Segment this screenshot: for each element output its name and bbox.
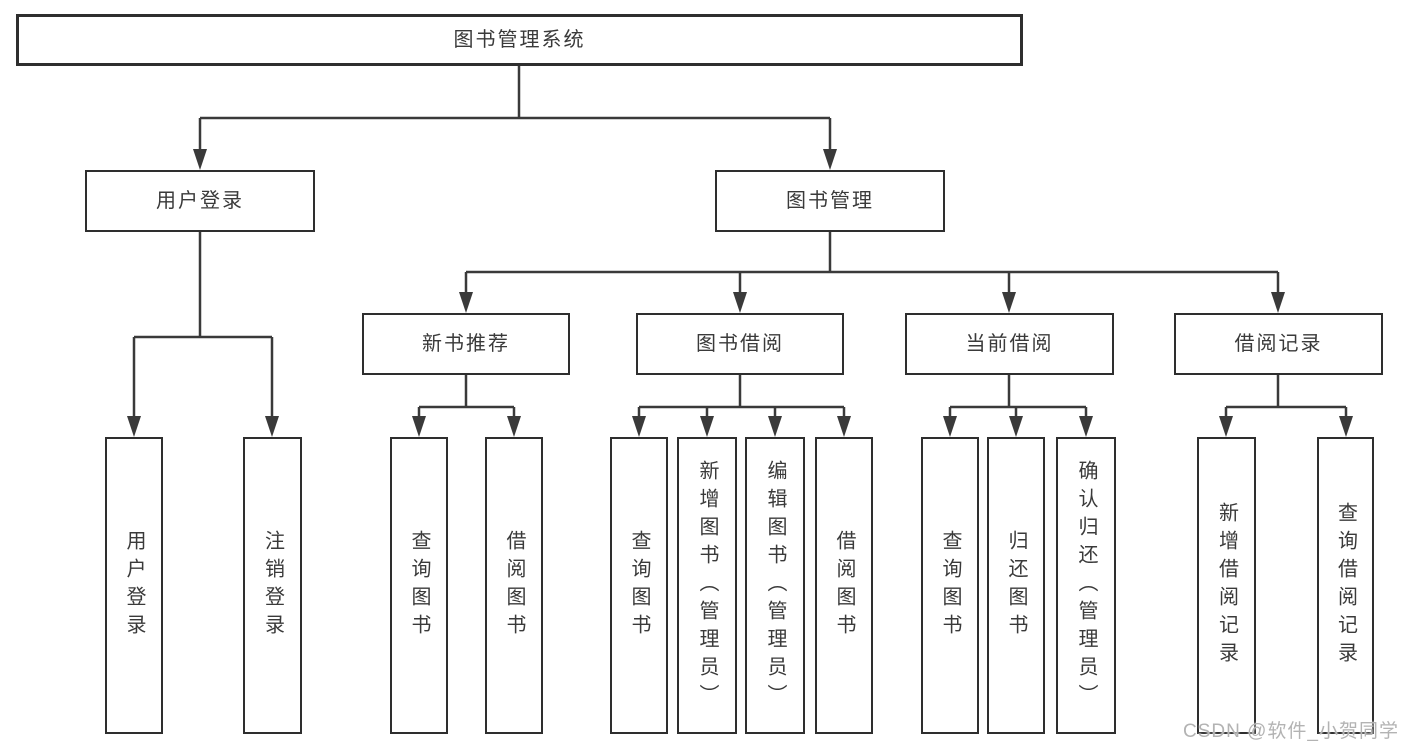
leaf-label: 归还图书 bbox=[1005, 529, 1027, 642]
node-new-book-recommend: 新书推荐 bbox=[362, 313, 570, 375]
leaf-label: 新增借阅记录 bbox=[1215, 501, 1238, 670]
leaf-add-book-admin: 新增图书（管理员） bbox=[677, 437, 737, 734]
node-user-login: 用户登录 bbox=[85, 170, 315, 232]
leaf-label: 注销登录 bbox=[261, 529, 284, 642]
leaf-label: 确认归还（管理员） bbox=[1075, 459, 1097, 712]
node-book-borrowing: 图书借阅 bbox=[636, 313, 844, 375]
leaf-confirm-return-admin: 确认归还（管理员） bbox=[1056, 437, 1116, 734]
node-library-system: 图书管理系统 bbox=[16, 14, 1023, 66]
leaf-label: 查询图书 bbox=[628, 529, 650, 642]
leaf-query-books-borrowing: 查询图书 bbox=[610, 437, 668, 734]
leaf-logout: 注销登录 bbox=[243, 437, 302, 734]
leaf-user-login: 用户登录 bbox=[105, 437, 163, 734]
leaf-query-borrow-record: 查询借阅记录 bbox=[1317, 437, 1374, 734]
node-label: 图书管理 bbox=[786, 190, 874, 212]
leaf-label: 用户登录 bbox=[123, 529, 145, 642]
node-label: 新书推荐 bbox=[422, 333, 510, 355]
leaf-label: 查询借阅记录 bbox=[1334, 501, 1357, 670]
node-label: 图书管理系统 bbox=[453, 29, 586, 51]
node-label: 用户登录 bbox=[156, 190, 244, 212]
node-current-borrowing: 当前借阅 bbox=[905, 313, 1114, 375]
leaf-label: 查询图书 bbox=[408, 529, 430, 642]
node-borrowing-records: 借阅记录 bbox=[1174, 313, 1383, 375]
leaf-label: 借阅图书 bbox=[833, 529, 855, 642]
node-book-management: 图书管理 bbox=[715, 170, 945, 232]
watermark: CSDN @软件_小贺同学 bbox=[1183, 721, 1399, 742]
leaf-label: 新增图书（管理员） bbox=[696, 459, 718, 712]
node-label: 图书借阅 bbox=[696, 333, 784, 355]
leaf-borrow-books-borrowing: 借阅图书 bbox=[815, 437, 873, 734]
leaf-query-books-current: 查询图书 bbox=[921, 437, 979, 734]
leaf-edit-book-admin: 编辑图书（管理员） bbox=[745, 437, 805, 734]
leaf-borrow-books-recommend: 借阅图书 bbox=[485, 437, 543, 734]
leaf-label: 查询图书 bbox=[939, 529, 961, 642]
leaf-return-book: 归还图书 bbox=[987, 437, 1045, 734]
node-label: 当前借阅 bbox=[965, 333, 1054, 355]
leaf-add-borrow-record: 新增借阅记录 bbox=[1197, 437, 1256, 734]
leaf-query-books-recommend: 查询图书 bbox=[390, 437, 448, 734]
node-label: 借阅记录 bbox=[1234, 333, 1323, 355]
leaf-label: 编辑图书（管理员） bbox=[764, 459, 786, 712]
leaf-label: 借阅图书 bbox=[503, 529, 525, 642]
